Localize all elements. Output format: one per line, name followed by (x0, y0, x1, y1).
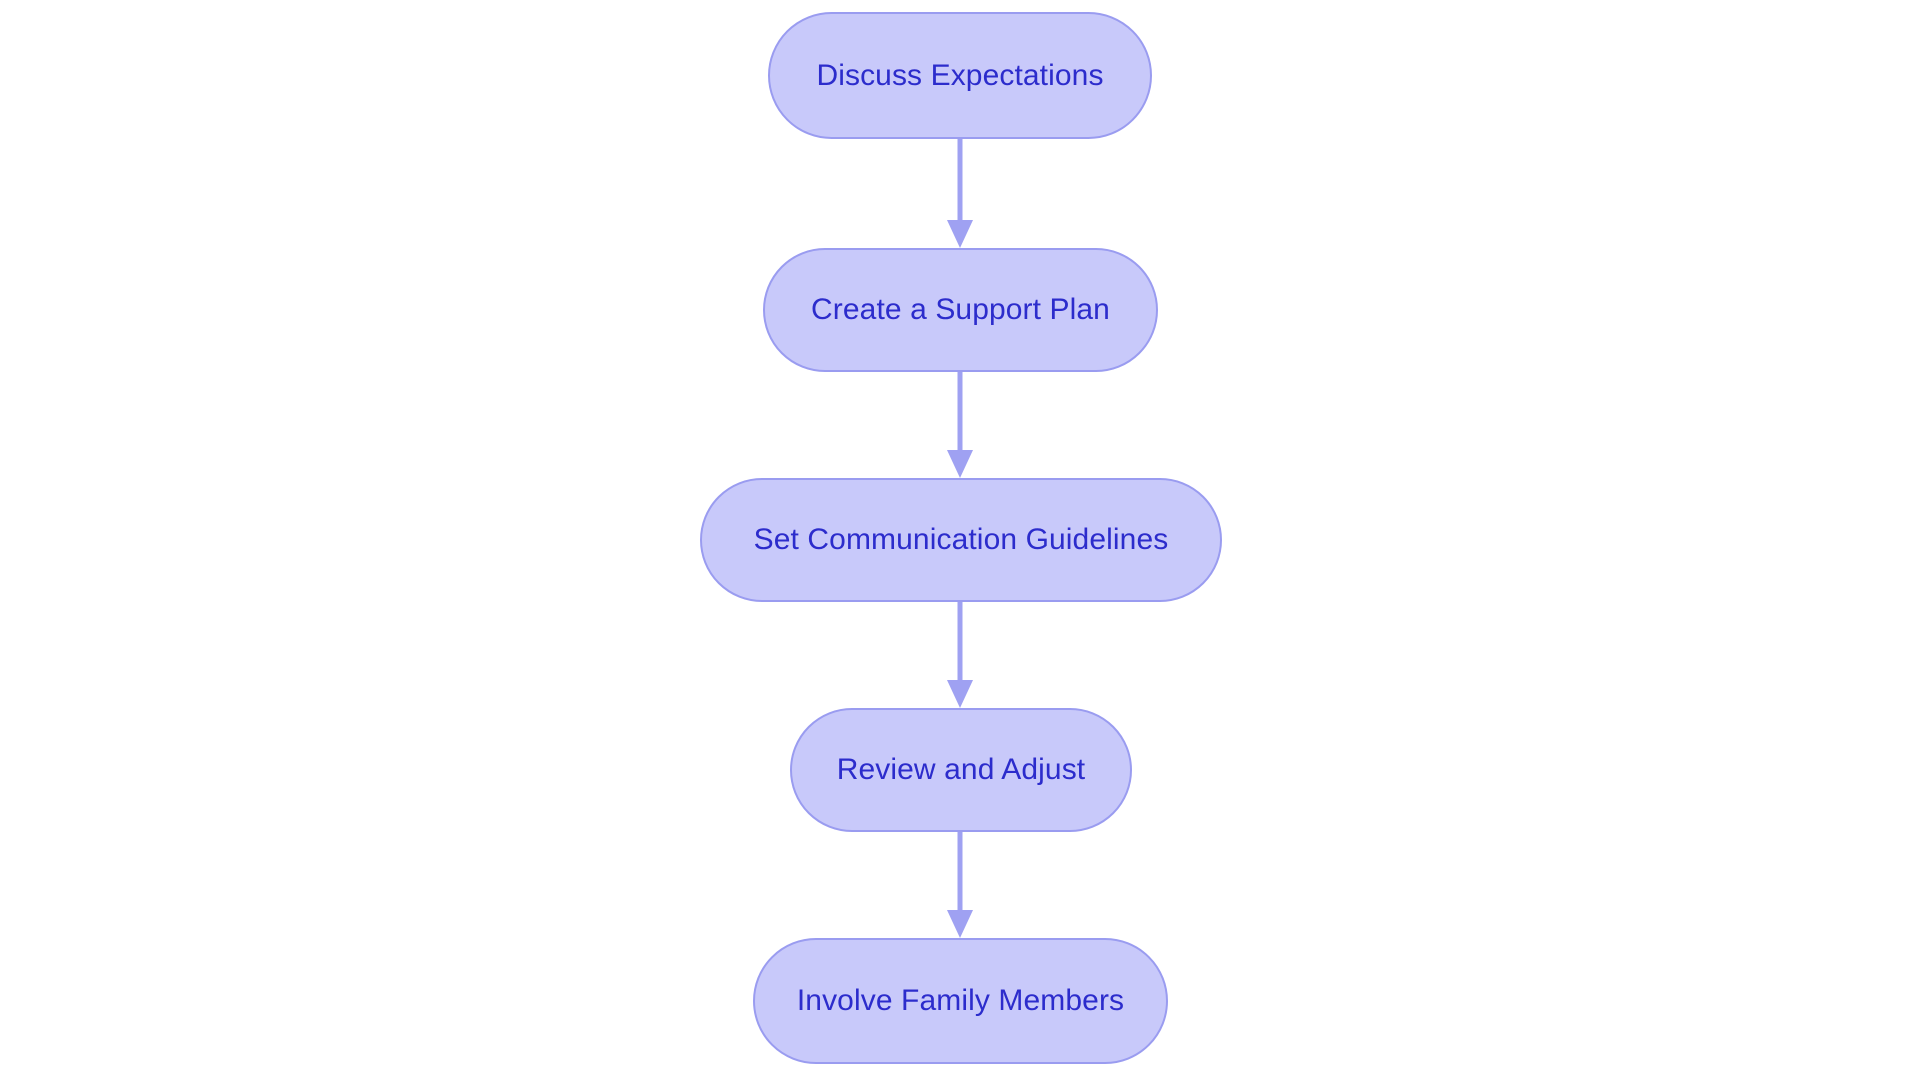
flowchart-node-label: Create a Support Plan (811, 293, 1110, 326)
flowchart-node-label: Involve Family Members (796, 984, 1125, 1017)
flowchart-node-1[interactable]: Discuss Expectations (768, 12, 1152, 139)
flowchart-edge-3 (947, 602, 973, 708)
flowchart-edge-2 (947, 372, 973, 478)
flowchart-node-label: Discuss Expectations (816, 58, 1104, 92)
flowchart-node-3[interactable]: Set Communication Guidelines (700, 478, 1222, 602)
edge-arrowhead-icon (947, 910, 973, 938)
flowchart-node-label: Set Communication Guidelines (753, 523, 1169, 556)
flowchart-node-label: Review and Adjust (836, 753, 1086, 786)
edge-arrowhead-icon (947, 680, 973, 708)
edge-arrowhead-icon (947, 450, 973, 478)
flowchart-node-5[interactable]: Involve Family Members (753, 938, 1168, 1064)
flowchart-edge-4 (947, 832, 973, 938)
edge-arrowhead-icon (947, 220, 973, 248)
edges-group (947, 139, 973, 938)
flowchart-edge-1 (947, 139, 973, 248)
flowchart-node-4[interactable]: Review and Adjust (790, 708, 1132, 832)
flowchart-node-2[interactable]: Create a Support Plan (763, 248, 1158, 372)
